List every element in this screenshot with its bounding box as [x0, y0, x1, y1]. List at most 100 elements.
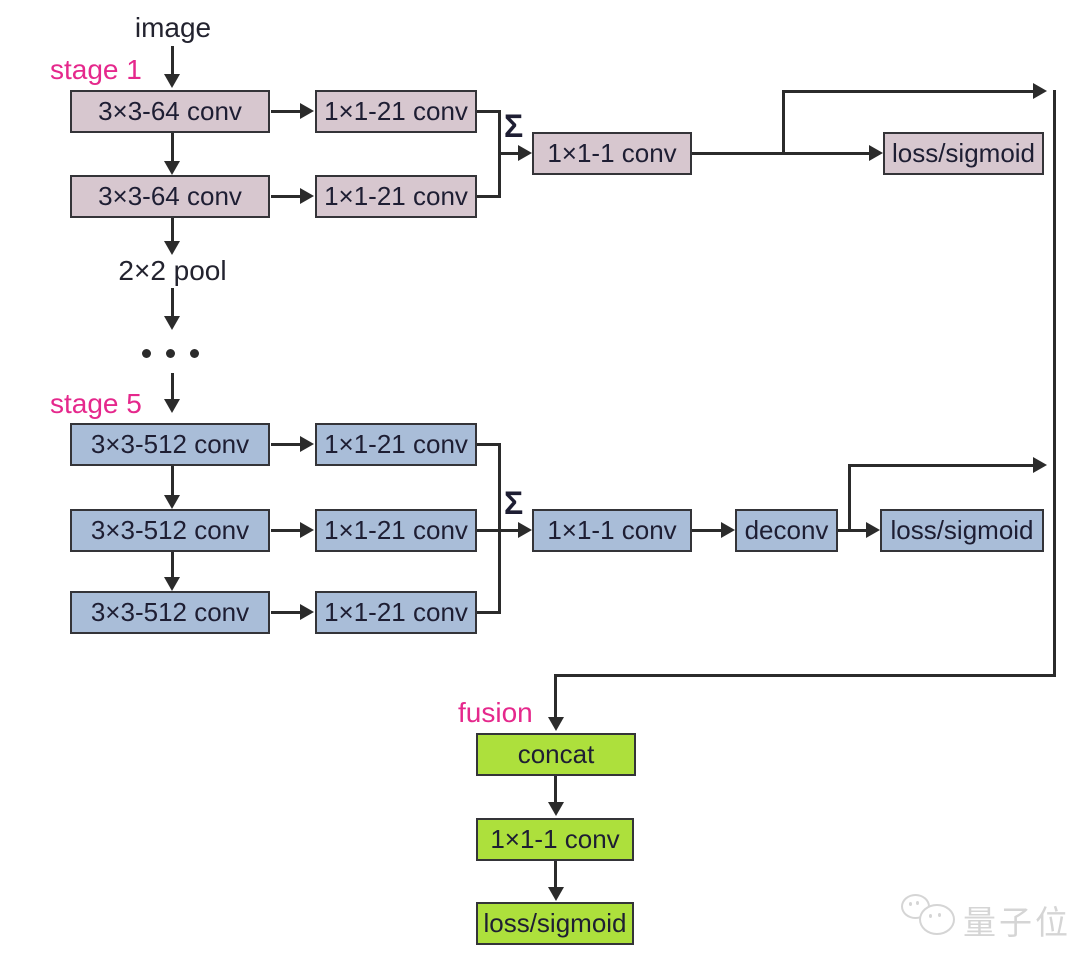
stage1-fuse-conv-text: 1×1-1 conv — [547, 138, 677, 168]
stage5-branch-up-line — [848, 465, 851, 531]
stage1-fuse-conv-box: 1×1-1 conv — [532, 132, 692, 175]
stage5-side1-box: 1×1-21 conv — [315, 423, 477, 466]
stage1-label: stage 1 — [50, 54, 142, 85]
stage1-conv2-to-side2-arrowhead-icon — [300, 188, 314, 204]
fusion-loss-box: loss/sigmoid — [476, 902, 634, 945]
stage5-to-loss-arrowhead-icon — [866, 522, 880, 538]
stage1-conv1-to-conv2-shaft — [171, 133, 174, 162]
stage1-side1-stub — [477, 110, 501, 113]
stage5-side1-text: 1×1-21 conv — [324, 429, 468, 459]
stage5-conv2-to-side2-arrowhead-icon — [300, 522, 314, 538]
stage1-branch-arrowhead-icon — [1033, 83, 1047, 99]
stage5-loss-box: loss/sigmoid — [880, 509, 1044, 552]
fusion-feed-down-shaft — [554, 674, 557, 718]
stage5-conv1-to-side1-shaft — [271, 443, 301, 446]
stage5-fuse-to-deconv-arrowhead-icon — [721, 522, 735, 538]
bubble-eye-icon — [929, 914, 932, 918]
chat-bubble-icon — [919, 904, 955, 935]
stage5-conv1-to-conv2-arrowhead-icon — [164, 495, 180, 509]
input-image-label: image — [134, 12, 212, 43]
stage1-side1-box: 1×1-21 conv — [315, 90, 477, 133]
stage1-conv1-to-side1-arrowhead-icon — [300, 103, 314, 119]
stage5-sum-to-fuse-shaft — [498, 529, 520, 532]
fusion-conv-to-loss-shaft — [554, 861, 557, 888]
fusion-concat-to-conv-shaft — [554, 776, 557, 803]
stage5-conv3-text: 3×3-512 conv — [90, 597, 250, 627]
stage1-side2-box: 1×1-21 conv — [315, 175, 477, 218]
stage1-sum-to-fuse-shaft — [498, 152, 520, 155]
bubble-eye-icon — [938, 913, 941, 917]
ellipsis-to-stage5-shaft — [171, 373, 174, 400]
stage1-sum-to-fuse-arrowhead-icon — [518, 145, 532, 161]
stage5-deconv-text: deconv — [744, 515, 829, 545]
stage1-conv2-to-side2-shaft — [271, 195, 301, 198]
input-arrow-shaft — [171, 46, 174, 76]
watermark-text: 量子位 — [963, 904, 1071, 941]
stage5-deconv-out-shaft — [838, 529, 851, 532]
ellipsis-dot-icon — [166, 349, 175, 358]
stage5-fuse-conv-text: 1×1-1 conv — [547, 515, 677, 545]
stage5-conv2-box: 3×3-512 conv — [70, 509, 270, 552]
stage5-label: stage 5 — [50, 388, 142, 419]
fusion-conv-box: 1×1-1 conv — [476, 818, 634, 861]
stage1-branch-top-shaft — [782, 90, 1034, 93]
stage1-conv2-text: 3×3-64 conv — [98, 181, 242, 211]
stage5-loss-text: loss/sigmoid — [890, 515, 1034, 545]
stage5-conv3-to-side3-arrowhead-icon — [300, 604, 314, 620]
fusion-concat-text: concat — [517, 739, 595, 769]
stage5-to-loss-shaft — [851, 529, 867, 532]
right-rail-line — [1053, 90, 1056, 677]
stage1-conv1-to-side1-shaft — [271, 110, 301, 113]
stage5-side2-text: 1×1-21 conv — [324, 515, 468, 545]
fusion-conv-to-loss-arrowhead-icon — [548, 887, 564, 901]
bubble-eye-icon — [916, 901, 919, 905]
stage5-fuse-to-deconv-shaft — [692, 529, 722, 532]
stage5-conv2-to-conv3-shaft — [171, 552, 174, 577]
stage5-conv1-box: 3×3-512 conv — [70, 423, 270, 466]
stage5-side3-text: 1×1-21 conv — [324, 597, 468, 627]
stage1-loss-box: loss/sigmoid — [883, 132, 1044, 175]
fusion-concat-box: concat — [476, 733, 636, 776]
stage5-conv2-to-conv3-arrowhead-icon — [164, 577, 180, 591]
stage5-branch-arrowhead-icon — [1033, 457, 1047, 473]
stage5-conv1-to-conv2-shaft — [171, 466, 174, 495]
pool-label: 2×2 pool — [118, 255, 227, 286]
fusion-label: fusion — [458, 697, 533, 728]
stage5-conv2-text: 3×3-512 conv — [90, 515, 250, 545]
stage5-sum-symbol: Σ — [504, 485, 524, 521]
stage1-side2-text: 1×1-21 conv — [324, 181, 468, 211]
stage5-collector-line — [498, 443, 501, 613]
fusion-loss-text: loss/sigmoid — [483, 908, 627, 938]
stage5-side2-box: 1×1-21 conv — [315, 509, 477, 552]
input-arrowhead-icon — [164, 74, 180, 88]
stage5-conv2-to-side2-shaft — [271, 529, 301, 532]
ellipsis-dot-icon — [142, 349, 151, 358]
stage1-sum-symbol: Σ — [504, 108, 524, 144]
bubble-eye-icon — [909, 902, 912, 906]
stage1-conv1-text: 3×3-64 conv — [98, 96, 242, 126]
stage5-side2-stub — [477, 529, 501, 532]
pool-down-shaft — [171, 288, 174, 316]
stage5-fuse-conv-box: 1×1-1 conv — [532, 509, 692, 552]
stage1-conv1-box: 3×3-64 conv — [70, 90, 270, 133]
fusion-conv-text: 1×1-1 conv — [490, 824, 620, 854]
pool-down-arrowhead-icon — [164, 316, 180, 330]
watermark: 量子位 — [897, 888, 1077, 950]
fusion-feed-arrowhead-icon — [548, 717, 564, 731]
stage1-to-pool-shaft — [171, 218, 174, 242]
ellipsis-dot-icon — [190, 349, 199, 358]
stage5-conv3-to-side3-shaft — [271, 611, 301, 614]
stage1-conv2-box: 3×3-64 conv — [70, 175, 270, 218]
stage5-conv3-box: 3×3-512 conv — [70, 591, 270, 634]
fusion-feed-horizontal-line — [554, 674, 1056, 677]
stage1-fuse-to-loss-shaft — [692, 152, 870, 155]
stage5-conv1-text: 3×3-512 conv — [90, 429, 250, 459]
stage5-branch-top-shaft — [848, 464, 1034, 467]
stage1-side1-text: 1×1-21 conv — [324, 96, 468, 126]
stage5-side1-stub — [477, 443, 501, 446]
fusion-concat-to-conv-arrowhead-icon — [548, 802, 564, 816]
stage5-side3-stub — [477, 611, 501, 614]
stage1-branch-up-line — [782, 91, 785, 154]
stage5-side3-box: 1×1-21 conv — [315, 591, 477, 634]
